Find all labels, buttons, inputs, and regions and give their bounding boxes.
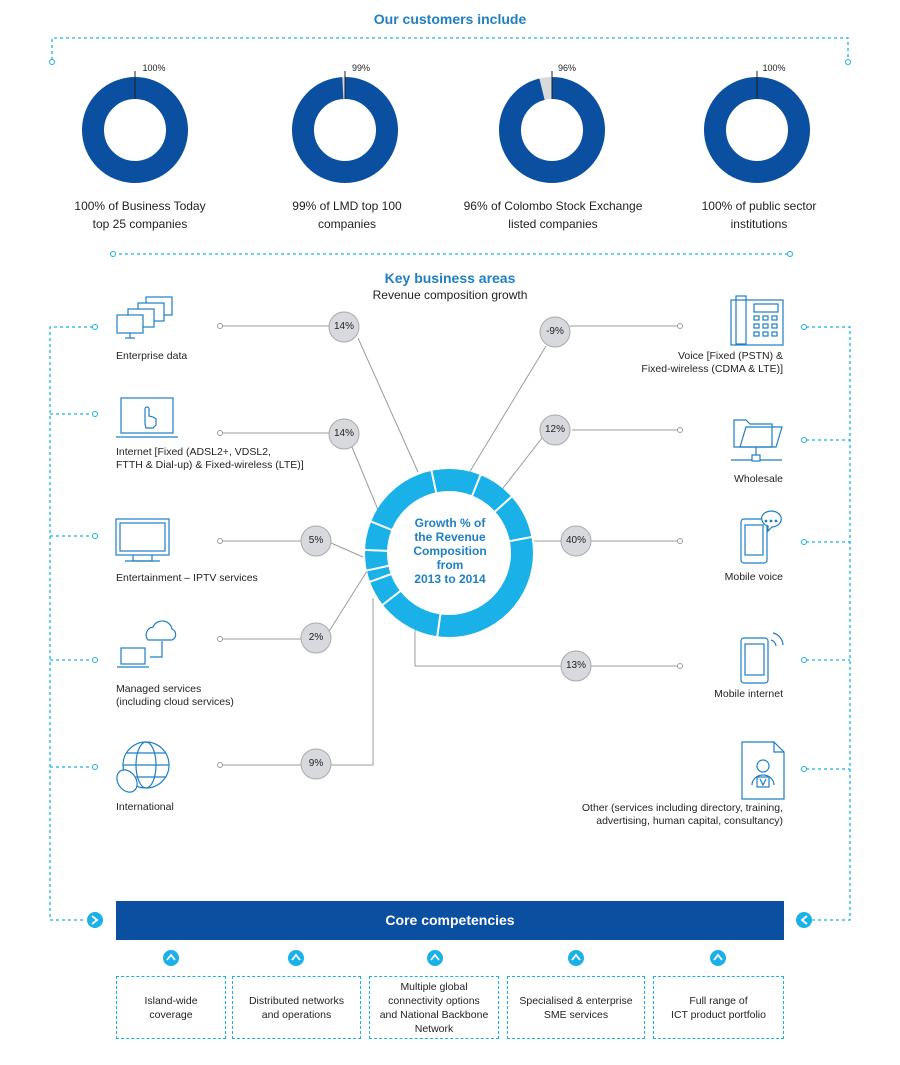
folder-network-icon bbox=[731, 419, 783, 462]
computers-icon bbox=[116, 296, 173, 339]
growth-mobile-voice: 40% bbox=[565, 535, 586, 546]
area-label-wholesale: Wholesale bbox=[733, 473, 783, 485]
area-label-voice: Voice [Fixed (PSTN) &Fixed-wireless (CDM… bbox=[641, 350, 783, 375]
growth-enterprise-data: 14% bbox=[333, 321, 354, 332]
bracket-dot bbox=[845, 59, 851, 65]
growth-wholesale: 12% bbox=[544, 424, 565, 435]
growth-internet: 14% bbox=[333, 428, 354, 439]
arrow-left-icon bbox=[796, 912, 812, 928]
customer-donuts bbox=[82, 71, 810, 183]
customer-pct-3: 96% bbox=[557, 63, 576, 73]
customer-donut-arc bbox=[499, 77, 605, 183]
customer-donut-arc bbox=[704, 77, 810, 183]
mobile-signal-icon bbox=[740, 632, 784, 684]
area-label-international: International bbox=[116, 801, 174, 813]
growth-iptv: 5% bbox=[308, 535, 324, 546]
growth-international: 9% bbox=[308, 758, 324, 769]
customer-pct-1: 100% bbox=[142, 63, 166, 73]
growth-managed-services: 2% bbox=[308, 632, 324, 643]
customers-title: Our customers include bbox=[373, 11, 527, 27]
touch-screen-icon bbox=[116, 397, 178, 438]
growth-mobile-internet: 13% bbox=[565, 660, 586, 671]
side-brackets bbox=[49, 326, 851, 921]
area-label-other: Other (services including directory, tra… bbox=[581, 802, 783, 827]
id-document-icon bbox=[741, 741, 785, 800]
desk-phone-icon bbox=[730, 295, 784, 346]
area-label-enterprise-data: Enterprise data bbox=[116, 350, 188, 362]
area-label-internet: Internet [Fixed (ADSL2+, VDSL2,FTTH & Di… bbox=[116, 446, 304, 471]
donut-center-text: Growth % of the Revenue Composition from… bbox=[413, 516, 487, 586]
core-competencies-bar: Core competencies bbox=[116, 901, 784, 940]
growth-voice: -9% bbox=[546, 326, 564, 337]
customer-donut-arc bbox=[292, 77, 398, 183]
business-subtitle: Revenue composition growth bbox=[372, 288, 528, 302]
customer-pct-4: 100% bbox=[762, 63, 786, 73]
mobile-chat-icon bbox=[740, 510, 782, 564]
customers-bracket bbox=[51, 37, 849, 255]
cloud-laptop-icon bbox=[117, 620, 177, 668]
bracket-dot bbox=[49, 59, 55, 65]
customer-donut-arc bbox=[82, 77, 188, 183]
area-label-iptv: Entertainment – IPTV services bbox=[116, 572, 258, 584]
growth-bubbles bbox=[300, 311, 592, 780]
revenue-donut bbox=[361, 466, 536, 641]
globe-mouse-icon bbox=[116, 741, 170, 793]
tv-icon bbox=[115, 518, 170, 562]
bracket-dot bbox=[110, 251, 116, 257]
area-label-managed-services: Managed services(including cloud service… bbox=[116, 683, 234, 708]
core-up-arrows bbox=[163, 950, 726, 966]
connector-lines bbox=[220, 325, 680, 766]
business-title: Key business areas bbox=[384, 270, 516, 286]
bracket-dot bbox=[787, 251, 793, 257]
arrow-right-icon bbox=[87, 912, 103, 928]
area-label-mobile-internet: Mobile internet bbox=[714, 688, 783, 700]
area-label-mobile-voice: Mobile voice bbox=[724, 571, 783, 583]
customer-pct-2: 99% bbox=[351, 63, 370, 73]
